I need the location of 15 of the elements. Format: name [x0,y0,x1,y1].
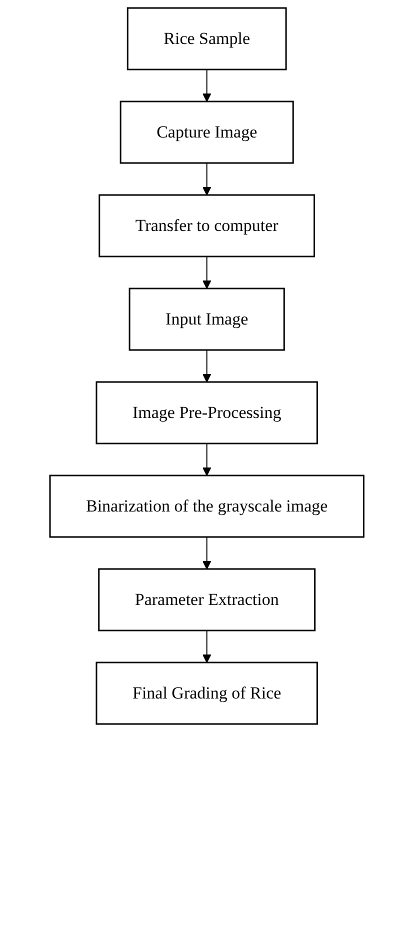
arrow [202,350,212,382]
node-box: Rice Sample [127,7,287,70]
arrow [202,443,212,476]
arrow [202,256,212,289]
node-box: Binarization of the grayscale image [49,474,365,538]
node-box: Input Image [128,288,286,351]
arrow [202,630,212,663]
node-box: Image Pre-Processing [96,381,318,444]
node-box: Parameter Extraction [98,568,316,632]
node-box: Final Grading of Rice [96,662,318,725]
node-box: Transfer to computer [98,194,316,258]
arrow [202,536,212,570]
node-box: Capture Image [120,100,294,164]
arrow [202,162,212,196]
arrow [202,69,212,102]
